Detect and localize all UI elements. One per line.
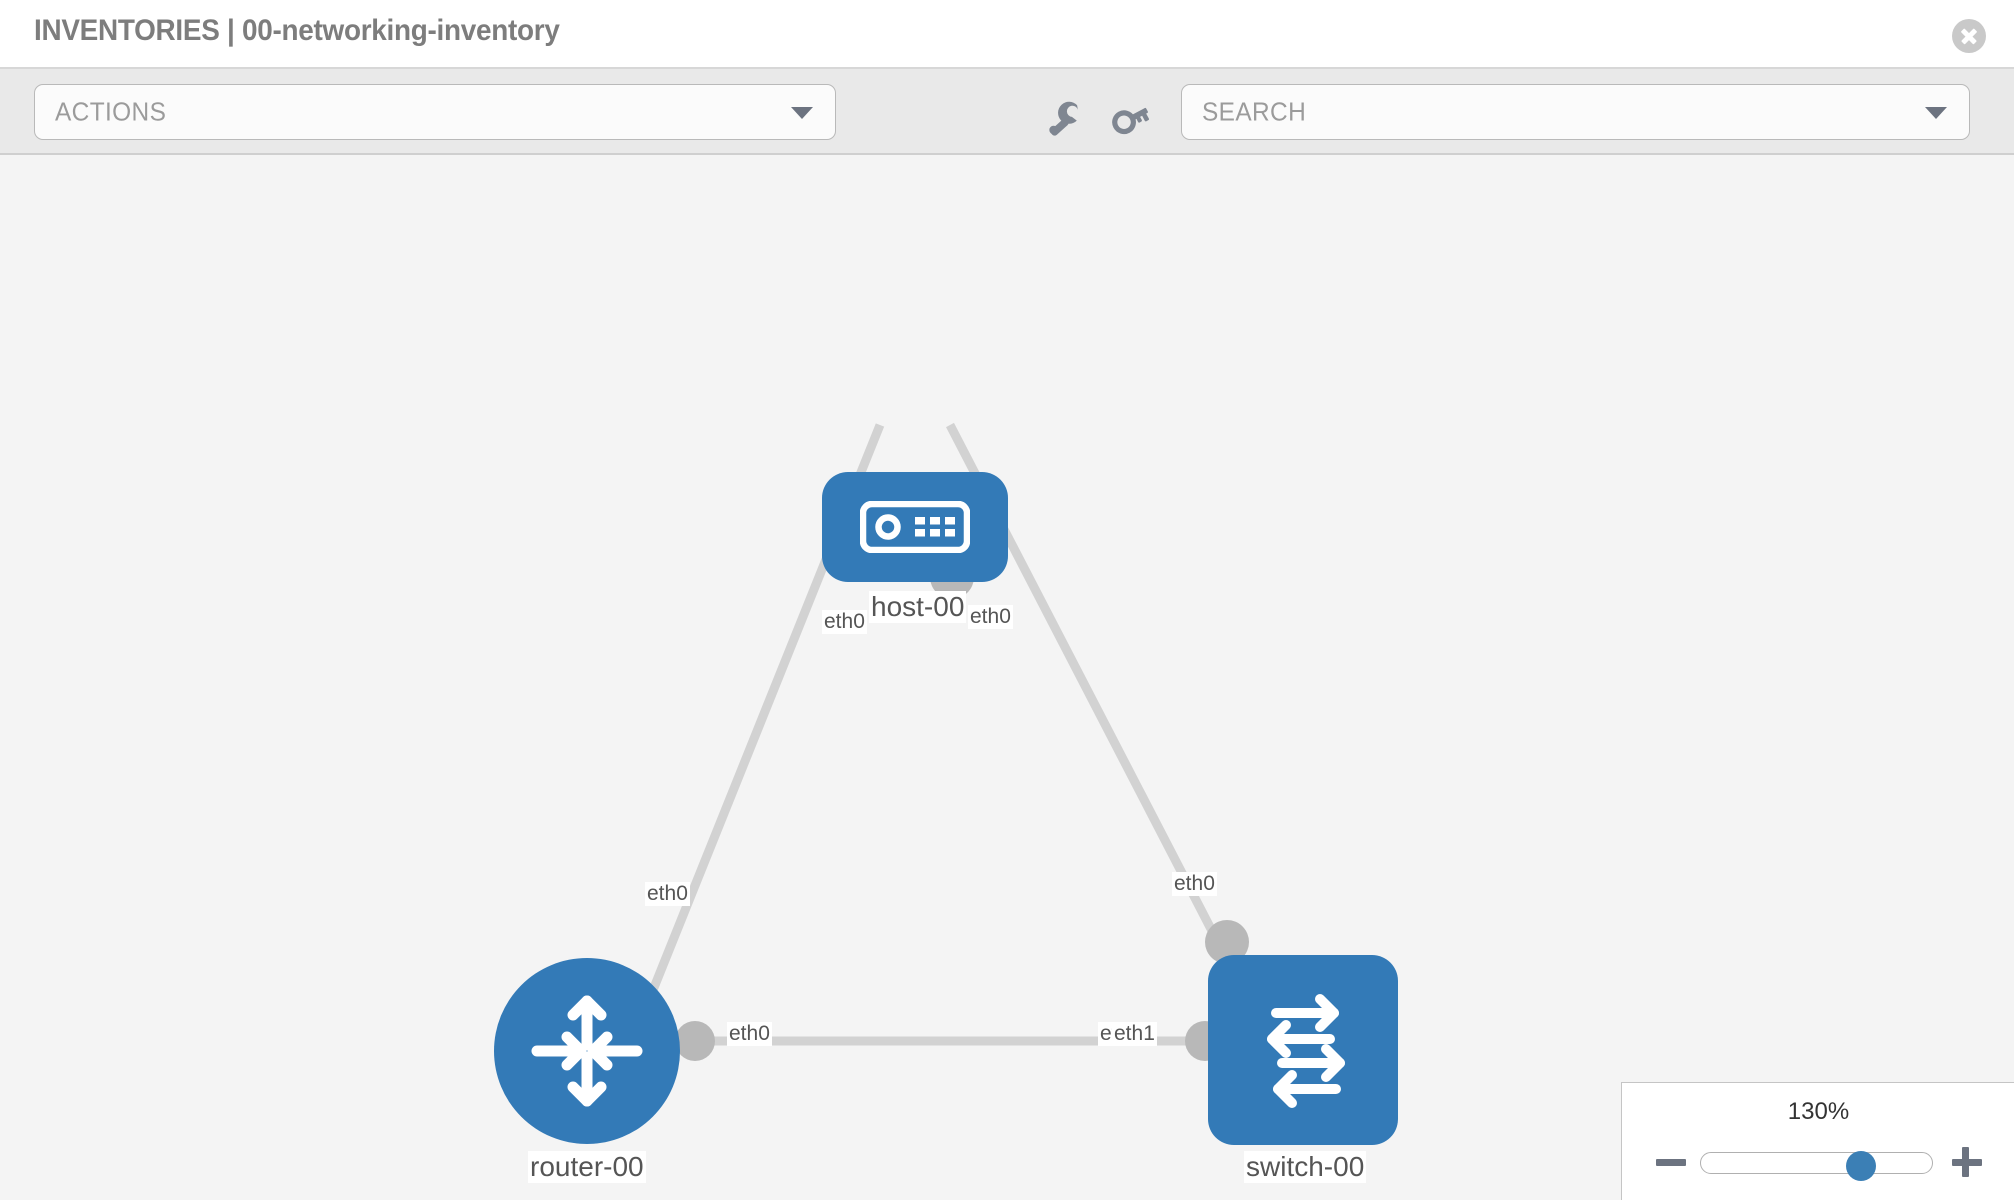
zoom-slider-thumb[interactable] (1846, 1151, 1876, 1181)
key-icon[interactable] (1110, 96, 1154, 140)
router-node-shape[interactable] (494, 958, 680, 1144)
zoom-slider-track[interactable] (1700, 1151, 1933, 1181)
search-placeholder: SEARCH (1202, 96, 1307, 127)
port-label-router-eth0-up: eth0 (645, 882, 690, 907)
actions-dropdown[interactable]: ACTIONS (34, 84, 836, 140)
port-label-switch-eth0-up: eth0 (1172, 872, 1217, 897)
wrench-icon[interactable] (1043, 96, 1087, 140)
zoom-out-button[interactable] (1654, 1145, 1688, 1179)
port-label-router-eth0-right: eth0 (727, 1022, 772, 1047)
zoom-slider-row (1622, 1145, 2014, 1185)
router-arrows-icon (531, 995, 643, 1107)
port-label-host-eth0-left: eth0 (822, 610, 867, 635)
switch-node-shape[interactable] (1208, 955, 1398, 1145)
switch-arrows-icon (1267, 994, 1345, 1108)
server-icon (860, 501, 970, 553)
page-header: INVENTORIES | 00-networking-inventory (0, 0, 2014, 69)
port-label-host-eth0-right: eth0 (968, 605, 1013, 630)
close-icon[interactable] (1952, 19, 1986, 53)
plus-icon-vertical (1961, 1147, 1969, 1177)
search-input[interactable]: SEARCH (1181, 84, 1970, 140)
chevron-down-icon (1925, 107, 1947, 119)
minus-icon (1656, 1159, 1686, 1166)
topology-canvas[interactable]: host-00 eth0 eth0 (0, 155, 2014, 1200)
actions-dropdown-label: ACTIONS (55, 96, 167, 127)
host-node-shape[interactable] (822, 472, 1008, 582)
node-label-host-00: host-00 (869, 591, 967, 624)
node-label-switch-00: switch-00 (1244, 1151, 1367, 1184)
page-title: INVENTORIES | 00-networking-inventory (34, 14, 560, 47)
port-label-switch-eth1: eth1 (1112, 1022, 1157, 1047)
interface-handle-router-eth0[interactable] (675, 1021, 715, 1061)
zoom-level-value: 130% (1787, 1098, 1850, 1125)
zoom-control-panel: 130% (1621, 1082, 2014, 1200)
topology-links (640, 422, 1244, 1046)
node-label-router-00: router-00 (528, 1151, 646, 1184)
zoom-in-button[interactable] (1950, 1145, 1984, 1179)
chevron-down-icon (791, 107, 813, 119)
